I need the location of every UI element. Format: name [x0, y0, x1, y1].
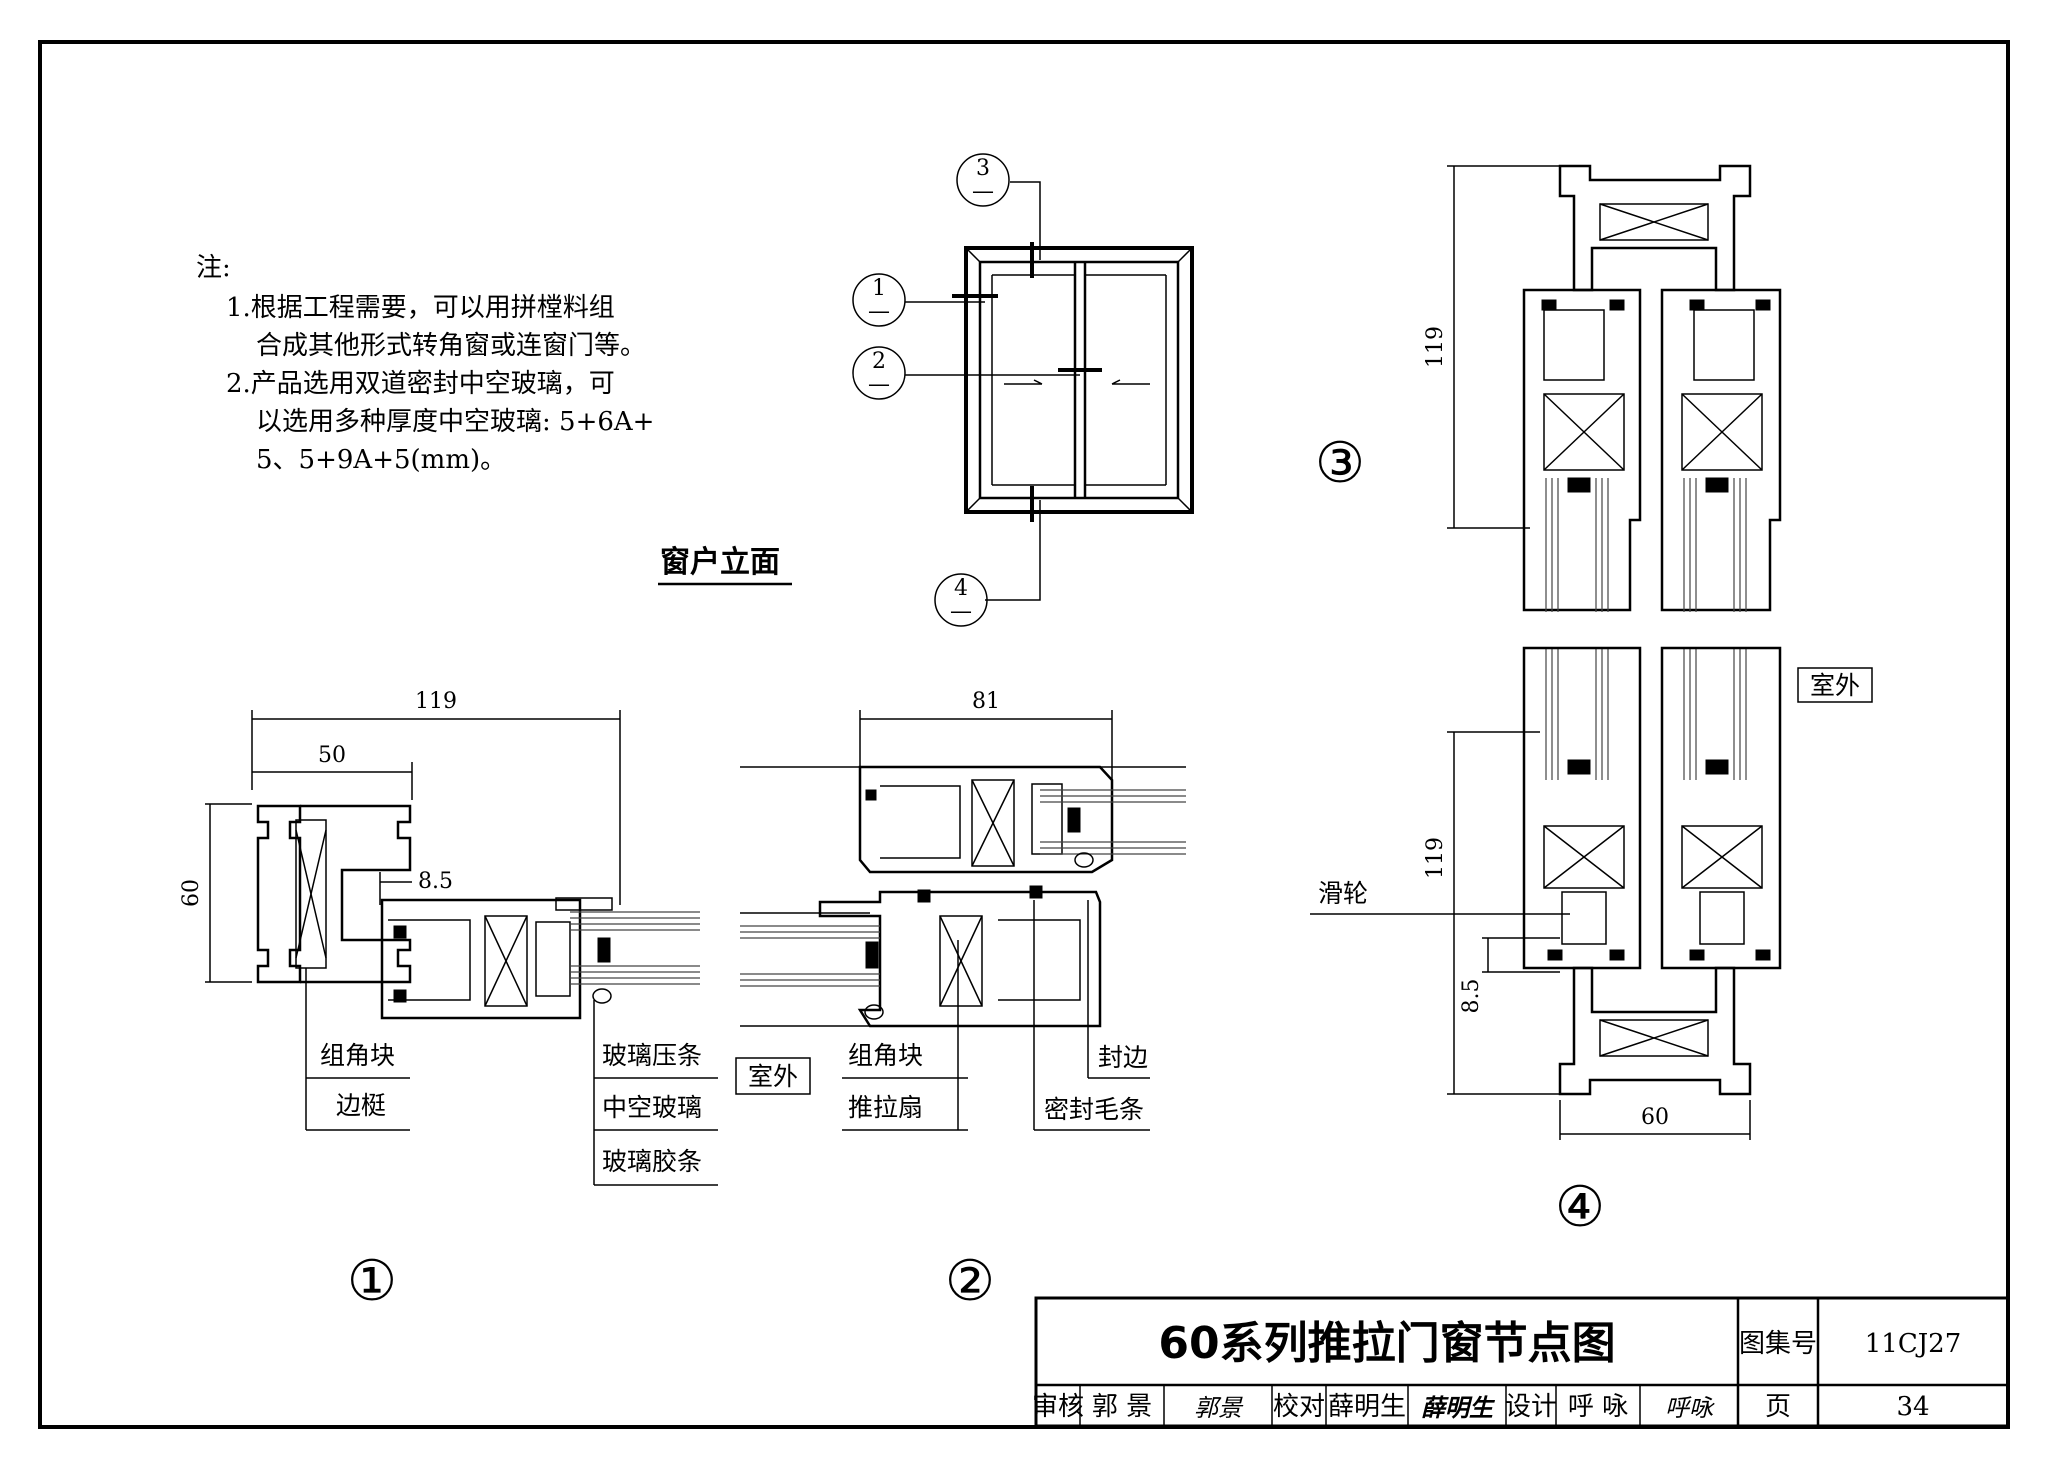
- drawing-title: 60系列推拉门窗节点图: [1158, 1318, 1615, 1369]
- svg-text:81: 81: [972, 689, 1000, 714]
- svg-text:—: —: [868, 372, 890, 397]
- notes-heading: 注:: [196, 253, 231, 283]
- design-label: 设计: [1505, 1392, 1557, 1422]
- page-number: 34: [1896, 1392, 1929, 1422]
- svg-text:2: 2: [872, 349, 886, 374]
- marker-2: 2 —: [852, 346, 906, 400]
- marker-1: 1 —: [852, 273, 906, 327]
- window-elevation: 1 — 2 — 3 — 4 — 窗户立面: [658, 153, 1194, 627]
- svg-text:1: 1: [872, 276, 886, 301]
- svg-text:119: 119: [1423, 326, 1448, 368]
- label-corner-block-2: 组角块: [848, 1041, 923, 1070]
- detail-1: 119 50 60 8.5: [179, 689, 811, 1314]
- svg-text:8.5: 8.5: [1459, 979, 1484, 1014]
- svg-text:60: 60: [179, 879, 204, 907]
- check-label: 校对: [1273, 1392, 1325, 1422]
- designer-signature: 呼咏: [1665, 1394, 1715, 1422]
- label-glass-gasket: 玻璃胶条: [602, 1147, 702, 1176]
- svg-text:4: 4: [954, 576, 968, 601]
- detail-number-3: ③: [1315, 431, 1365, 496]
- label-edge-seal: 封边: [1098, 1043, 1148, 1072]
- atlas-label: 图集号: [1739, 1329, 1817, 1359]
- label-corner-block-1: 组角块: [320, 1041, 395, 1070]
- label-brush-strip: 密封毛条: [1044, 1095, 1144, 1124]
- svg-text:3: 3: [976, 156, 990, 181]
- marker-3: 3 —: [956, 153, 1010, 207]
- note-line-2: 合成其他形式转角窗或连窗门等。: [256, 331, 646, 361]
- review-label: 审核: [1032, 1392, 1084, 1422]
- detail-2: 81 组角块 推拉扇: [740, 689, 1186, 1314]
- detail-number-2: ②: [945, 1249, 995, 1314]
- label-glazing-bead: 玻璃压条: [602, 1041, 702, 1070]
- svg-text:—: —: [868, 299, 890, 324]
- reviewer-signature: 郭景: [1194, 1394, 1244, 1422]
- outdoor-tag-2: 室外: [1810, 671, 1860, 700]
- svg-text:50: 50: [318, 743, 346, 768]
- detail-3-4: 119: [1310, 164, 1873, 1240]
- svg-text:—: —: [972, 179, 994, 204]
- atlas-number: 11CJ27: [1865, 1329, 1961, 1359]
- detail-number-4: ④: [1555, 1175, 1605, 1240]
- reviewer-name: 郭 景: [1092, 1392, 1152, 1422]
- elevation-caption: 窗户立面: [660, 545, 780, 580]
- svg-text:—: —: [950, 599, 972, 624]
- label-side-stile: 边梃: [336, 1091, 386, 1120]
- note-line-3: 2.产品选用双道密封中空玻璃，可: [226, 369, 615, 399]
- marker-4: 4 —: [934, 573, 988, 627]
- label-roller: 滑轮: [1318, 879, 1368, 908]
- svg-text:8.5: 8.5: [418, 869, 453, 894]
- label-sliding-sash: 推拉扇: [848, 1093, 923, 1122]
- note-line-1: 1.根据工程需要，可以用拼樘料组: [226, 293, 615, 323]
- detail-number-1: ①: [347, 1249, 397, 1314]
- note-line-4: 以选用多种厚度中空玻璃: 5+6A+: [256, 407, 654, 437]
- checker-signature: 薛明生: [1421, 1393, 1496, 1422]
- note-line-5: 5、5+9A+5(mm)。: [256, 445, 506, 475]
- sheet-frame: [38, 40, 2010, 1429]
- svg-text:119: 119: [1423, 837, 1448, 879]
- page-label: 页: [1765, 1392, 1791, 1422]
- outdoor-tag-1: 室外: [748, 1062, 798, 1091]
- svg-text:60: 60: [1641, 1105, 1669, 1130]
- designer-name: 呼 咏: [1568, 1392, 1628, 1422]
- label-insulated-glass: 中空玻璃: [602, 1093, 702, 1122]
- notes-block: 注: 1.根据工程需要，可以用拼樘料组 合成其他形式转角窗或连窗门等。 2.产品…: [196, 253, 654, 475]
- title-block: 60系列推拉门窗节点图 图集号 11CJ27 审核 郭 景 郭景 校对 薛明生 …: [1032, 1296, 2010, 1428]
- checker-name: 薛明生: [1328, 1392, 1406, 1422]
- svg-text:119: 119: [415, 689, 457, 714]
